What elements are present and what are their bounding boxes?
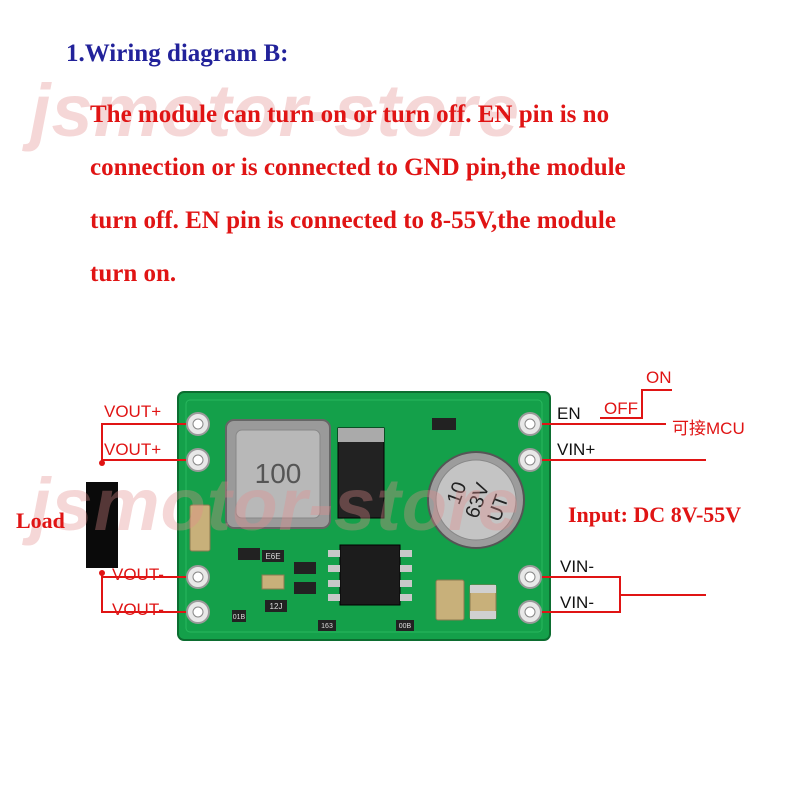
description-line: connection or is connected to GND pin,th… — [90, 154, 626, 181]
mcu-label: 可接MCU — [672, 419, 745, 438]
smd-resistor — [294, 562, 316, 574]
smd-capacitor — [435, 579, 465, 621]
ic-chip — [339, 544, 401, 606]
pad-hole — [524, 606, 536, 618]
pad-hole — [192, 418, 204, 430]
label-vin-minus-2: VIN- — [560, 593, 594, 612]
description-line: turn on. — [90, 260, 177, 287]
smd-cap-end — [470, 611, 496, 619]
pad-hole — [192, 571, 204, 583]
smd-capacitor — [261, 574, 285, 590]
ic-pin — [328, 580, 340, 587]
pad-hole — [524, 454, 536, 466]
left-pads — [186, 412, 210, 624]
resistor-marking: 12J — [270, 602, 283, 611]
ic-pin — [400, 550, 412, 557]
pcb-board: 100 10 63V UT E6E 12J 01B — [177, 391, 551, 641]
diode — [337, 427, 385, 519]
pad-hole — [524, 418, 536, 430]
inductor-marking: 100 — [255, 458, 302, 489]
switch-off-label: OFF — [604, 399, 638, 418]
pad-hole — [192, 606, 204, 618]
label-vout-minus-2: VOUT- — [112, 600, 164, 619]
smd-resistor — [432, 418, 456, 430]
smd-resistor — [396, 620, 414, 631]
load-block — [86, 482, 118, 568]
smd-resistor — [238, 548, 260, 560]
smd-resistor — [232, 610, 246, 622]
junction-dot — [99, 460, 105, 466]
smd-resistor — [265, 600, 287, 612]
resistor-marking: 163 — [321, 623, 333, 630]
ic-pin — [400, 594, 412, 601]
pcb-edge-trace — [185, 399, 543, 633]
diode-band — [338, 428, 384, 442]
label-vout-plus-2: VOUT+ — [104, 440, 162, 459]
resistor-marking: 00B — [399, 623, 412, 630]
wires — [101, 389, 706, 613]
smd-cap-end — [470, 585, 496, 593]
smd-resistor — [318, 620, 336, 631]
pad-hole — [192, 454, 204, 466]
wire-vout-minus-2 — [101, 573, 186, 613]
label-vout-plus-1: VOUT+ — [104, 402, 162, 421]
junction-dot — [99, 570, 105, 576]
switch-arm — [600, 389, 672, 419]
smd-resistor — [294, 582, 316, 594]
resistor-marking: 01B — [233, 614, 246, 621]
ic-pin — [328, 594, 340, 601]
label-vin-minus-1: VIN- — [560, 557, 594, 576]
input-voltage-label: Input: DC 8V-55V — [568, 502, 742, 527]
inductor-top — [235, 429, 321, 519]
description-line: The module can turn on or turn off. EN p… — [90, 101, 610, 128]
label-en: EN — [557, 404, 581, 423]
watermark-top: jsmotor-store — [30, 69, 520, 152]
diagram-heading: 1.Wiring diagram B: — [66, 40, 289, 67]
smd-resistor — [262, 550, 284, 562]
resistor-marking: E6E — [265, 552, 280, 561]
ic-pin — [328, 565, 340, 572]
label-vin-plus: VIN+ — [557, 440, 596, 459]
ic-pin — [328, 550, 340, 557]
switch-on-label: ON — [646, 368, 672, 387]
load-label: Load — [16, 508, 65, 533]
watermark-bottom: jsmotor-store — [30, 463, 520, 546]
right-pads — [518, 412, 542, 624]
wire-vout-plus-1 — [101, 423, 186, 463]
smd-capacitor — [189, 504, 211, 552]
description-line: turn off. EN pin is connected to 8-55V,t… — [90, 207, 616, 234]
description-text: The module can turn on or turn off. EN p… — [90, 88, 780, 300]
ic-pin — [400, 580, 412, 587]
capacitor-top — [435, 459, 517, 541]
label-vout-minus-1: VOUT- — [112, 565, 164, 584]
pad-hole — [524, 571, 536, 583]
ic-pin — [400, 565, 412, 572]
